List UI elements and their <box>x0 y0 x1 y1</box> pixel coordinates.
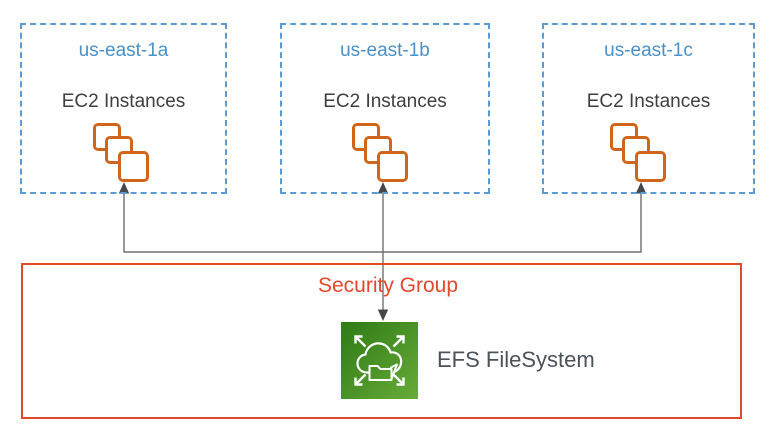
availability-zone-box-us-east-1b: us-east-1b EC2 Instances <box>280 23 490 194</box>
ec2-instances-icon <box>610 123 666 182</box>
availability-zone-box-us-east-1a: us-east-1a EC2 Instances <box>20 23 227 194</box>
availability-zone-label: us-east-1c <box>604 40 693 61</box>
efs-filesystem-label: EFS FileSystem <box>437 347 595 372</box>
availability-zone-label: us-east-1a <box>78 40 169 61</box>
security-group-box <box>21 263 742 419</box>
availability-zone-box-us-east-1c: us-east-1c EC2 Instances <box>542 23 755 194</box>
availability-zone-label: us-east-1b <box>340 40 430 61</box>
ec2-instances-label: EC2 Instances <box>586 91 711 112</box>
efs-filesystem-icon <box>341 322 418 399</box>
ec2-instances-icon <box>93 123 149 182</box>
ec2-instances-icon <box>352 123 408 182</box>
ec2-instances-label: EC2 Instances <box>61 91 186 112</box>
ec2-instances-label: EC2 Instances <box>323 91 447 112</box>
security-group-label: Security Group <box>317 274 459 297</box>
